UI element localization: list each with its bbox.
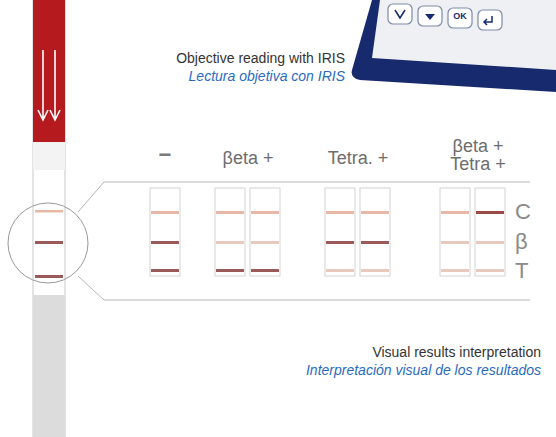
result-line [476,269,504,272]
result-line [216,241,244,244]
result-line [251,211,279,214]
result-line [476,211,504,214]
result-line [326,269,354,272]
caption-es: Lectura objetiva con IRIS [189,68,345,84]
result-line [151,269,179,272]
result-line [326,211,354,214]
caption-en: Visual results interpretation [372,344,541,360]
result-strip [250,188,280,276]
reader-buttons [388,4,502,30]
line-letter: T [515,258,528,283]
result-line [361,241,389,244]
result-strip [325,188,355,276]
button-label: OK [453,11,467,21]
result-line [326,241,354,244]
test-strip [33,0,65,437]
result-line [251,269,279,272]
line-letter: β [515,229,528,254]
result-line [361,211,389,214]
result-line [216,211,244,214]
result-line [151,211,179,214]
zoom-bracket [78,182,530,300]
reader-device [352,0,556,92]
result-header: βeta + [453,136,504,157]
caption-es: Interpretación visual de los resultados [306,362,541,378]
result-line [441,241,469,244]
result-strip [475,188,505,276]
result-header: Tetra. + [328,148,389,169]
result-line [441,211,469,214]
caption-en: Objective reading with IRIS [176,50,345,66]
absorbent-pad [33,295,65,437]
result-header: βeta + [223,148,274,169]
result-strip [215,188,245,276]
result-line [216,269,244,272]
result-line [361,269,389,272]
result-strip [360,188,390,276]
reader-panel [372,0,556,70]
result-line [441,269,469,272]
flow-arrows [38,50,60,120]
result-strip [150,188,180,276]
result-line [151,241,179,244]
result-line [476,241,504,244]
result-line [251,241,279,244]
result-header: Tetra + [450,154,506,175]
result-strip [440,188,470,276]
sample-pad [33,0,65,142]
line-letter: C [515,199,531,224]
result-header: − [159,142,172,167]
magnifier-circle [8,203,88,283]
